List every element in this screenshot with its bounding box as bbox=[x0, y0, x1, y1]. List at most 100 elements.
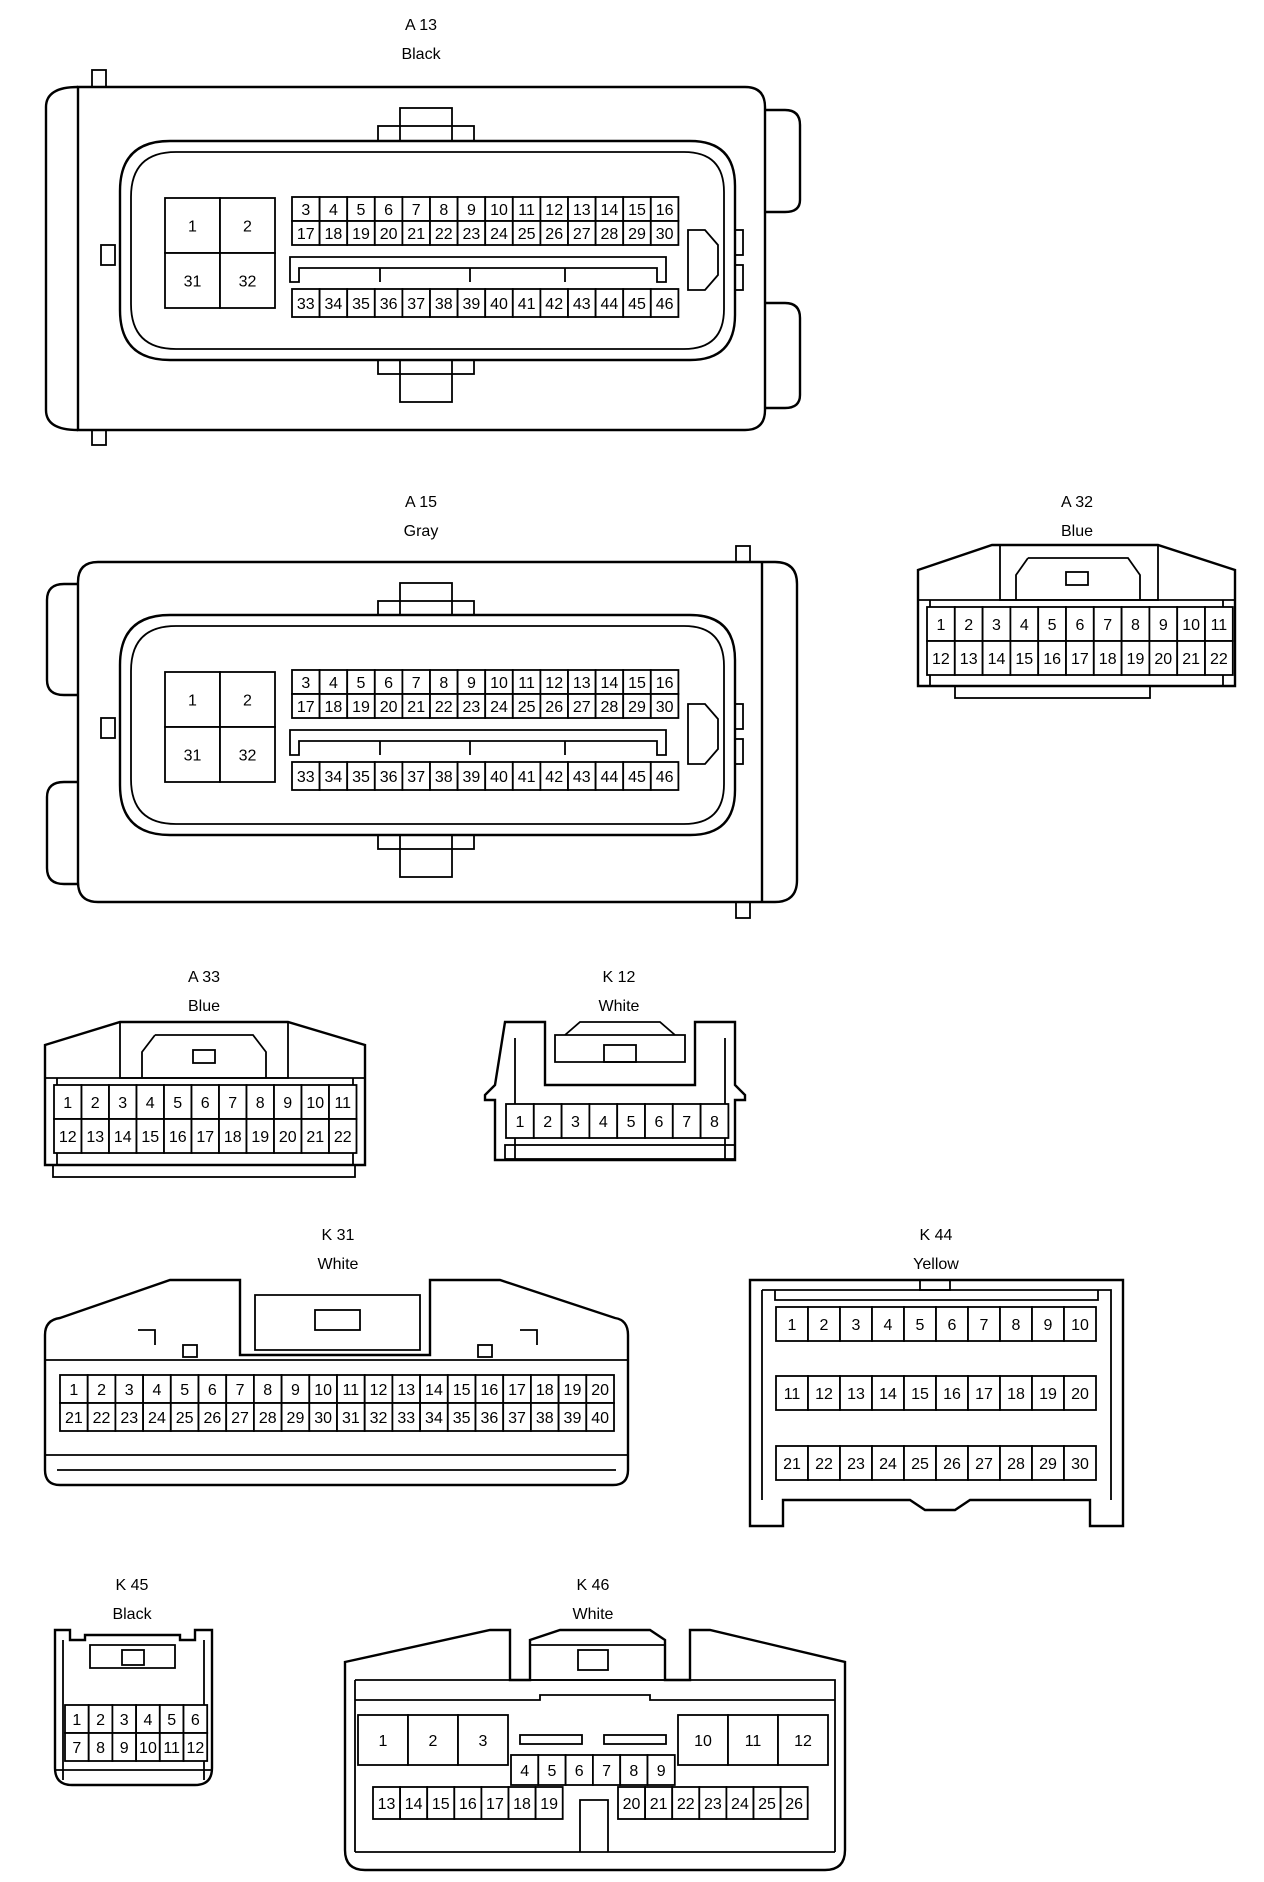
connector-k46-id: K 46 bbox=[577, 1577, 610, 1594]
k45-lock-body bbox=[89, 1644, 176, 1669]
pin-10-number: 10 bbox=[306, 1095, 324, 1112]
pin-5-number: 5 bbox=[167, 1712, 176, 1729]
pin-13-cell bbox=[80, 1118, 110, 1154]
pin-24-cell bbox=[484, 220, 514, 246]
pin-46-number: 46 bbox=[656, 769, 674, 786]
pin-25-cell bbox=[752, 1786, 782, 1820]
pin-9-cell bbox=[280, 1374, 311, 1404]
pin-39-cell bbox=[456, 761, 487, 791]
pin-2-cell bbox=[953, 606, 984, 642]
a13-side-stub bbox=[100, 244, 116, 266]
pin-1-cell bbox=[926, 606, 956, 642]
pin-30-cell bbox=[649, 220, 680, 246]
a15-divider-rail bbox=[289, 729, 667, 756]
pin-5-cell bbox=[346, 196, 376, 222]
pin-16-number: 16 bbox=[1043, 651, 1061, 668]
a13-shroud-outer bbox=[118, 139, 737, 362]
pin-27-number: 27 bbox=[573, 226, 591, 243]
pin-37-cell bbox=[502, 1402, 532, 1432]
pin-7-number: 7 bbox=[682, 1114, 691, 1131]
pin-37-number: 37 bbox=[407, 296, 425, 313]
a15-side-notch-2 bbox=[734, 738, 744, 765]
pin-19-number: 19 bbox=[251, 1129, 269, 1146]
pin-7-number: 7 bbox=[412, 202, 421, 219]
pin-18-number: 18 bbox=[325, 226, 343, 243]
pin-20-number: 20 bbox=[1071, 1386, 1089, 1403]
pin-12-number: 12 bbox=[370, 1382, 388, 1399]
pin-13-number: 13 bbox=[847, 1386, 865, 1403]
pin-4-cell bbox=[318, 196, 349, 222]
pin-35-number: 35 bbox=[352, 296, 370, 313]
pin-4-number: 4 bbox=[520, 1763, 529, 1780]
pin-12-cell bbox=[53, 1118, 83, 1154]
pin-17-number: 17 bbox=[297, 226, 315, 243]
pin-38-number: 38 bbox=[435, 769, 453, 786]
pin-5-number: 5 bbox=[180, 1382, 189, 1399]
pin-13-number: 13 bbox=[397, 1382, 415, 1399]
pin-8-cell bbox=[429, 196, 459, 222]
pin-9-number: 9 bbox=[467, 675, 476, 692]
connector-k31-id: K 31 bbox=[322, 1227, 355, 1244]
pin-39-number: 39 bbox=[463, 296, 481, 313]
pin-15-cell bbox=[135, 1118, 165, 1154]
pin-34-cell bbox=[318, 288, 349, 318]
pin-17-cell bbox=[502, 1374, 532, 1404]
pin-4-number: 4 bbox=[152, 1382, 161, 1399]
a13-key-bottom bbox=[399, 359, 453, 403]
k31-side-bumps bbox=[138, 1329, 538, 1345]
a15-key-top-base bbox=[377, 600, 475, 616]
pin-46-number: 46 bbox=[656, 296, 674, 313]
pin-33-number: 33 bbox=[297, 769, 315, 786]
a13-housing bbox=[76, 85, 767, 432]
pin-18-cell bbox=[507, 1786, 537, 1820]
pin-14-number: 14 bbox=[879, 1386, 897, 1403]
k45-housing bbox=[53, 1628, 214, 1787]
pin-5-number: 5 bbox=[916, 1317, 925, 1334]
pin-1-number: 1 bbox=[188, 219, 197, 236]
pin-27-number: 27 bbox=[975, 1456, 993, 1473]
pin-4-number: 4 bbox=[884, 1317, 893, 1334]
pin-10-number: 10 bbox=[1071, 1317, 1089, 1334]
a32-lock-arm bbox=[1015, 557, 1141, 600]
pin-29-number: 29 bbox=[628, 699, 646, 716]
pin-26-cell bbox=[539, 693, 569, 719]
pin-21-number: 21 bbox=[407, 699, 425, 716]
pin-3-number: 3 bbox=[301, 202, 310, 219]
pin-3-number: 3 bbox=[120, 1712, 129, 1729]
pin-8-cell bbox=[429, 669, 459, 695]
a13-side-notch-1 bbox=[734, 229, 744, 256]
pin-7-number: 7 bbox=[1103, 617, 1112, 634]
pin-14-cell bbox=[594, 196, 625, 222]
pin-20-number: 20 bbox=[623, 1796, 641, 1813]
pin-30-cell bbox=[649, 693, 680, 719]
a13-left-cap bbox=[44, 85, 79, 432]
pin-28-number: 28 bbox=[259, 1410, 277, 1427]
pin-21-number: 21 bbox=[650, 1796, 668, 1813]
pin-26-cell bbox=[539, 220, 569, 246]
pin-6-number: 6 bbox=[384, 202, 393, 219]
pin-9-cell bbox=[456, 196, 487, 222]
a32-housing bbox=[916, 543, 1237, 688]
pin-3-number: 3 bbox=[118, 1095, 127, 1112]
pin-11-number: 11 bbox=[343, 1382, 360, 1399]
pin-9-number: 9 bbox=[1044, 1317, 1053, 1334]
connector-a32-color: Blue bbox=[1061, 523, 1093, 540]
k12-base-rail bbox=[504, 1144, 736, 1160]
pin-11-cell bbox=[727, 1714, 779, 1766]
a33-lock-tab bbox=[192, 1049, 216, 1064]
pin-8-cell bbox=[1120, 606, 1151, 642]
connector-a32-id: A 32 bbox=[1061, 494, 1093, 511]
connector-a15-color: Gray bbox=[404, 523, 439, 540]
pin-42-number: 42 bbox=[545, 769, 563, 786]
pin-17-number: 17 bbox=[196, 1129, 214, 1146]
pin-10-number: 10 bbox=[694, 1733, 712, 1750]
pin-11-number: 11 bbox=[518, 202, 535, 219]
pin-14-number: 14 bbox=[425, 1382, 443, 1399]
pin-23-number: 23 bbox=[120, 1410, 138, 1427]
pin-34-number: 34 bbox=[325, 296, 343, 313]
pin-6-cell bbox=[564, 1754, 594, 1786]
pin-27-cell bbox=[567, 220, 597, 246]
pin-32-number: 32 bbox=[239, 274, 257, 291]
